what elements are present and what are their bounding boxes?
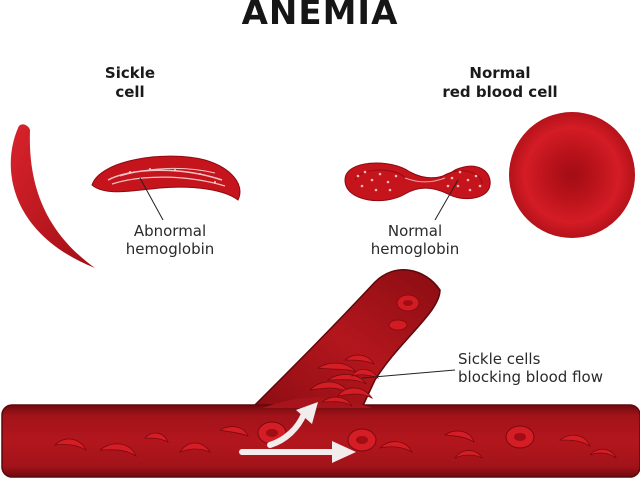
abnormal-label-line1: Abnormal [133,222,207,240]
blocking-blood-flow-label: Sickle cells blocking blood flow [458,350,638,386]
flow-arrows [239,402,356,463]
abnormal-hemoglobin-label: Abnormal hemoglobin [100,222,240,258]
flow-arrow-up-icon [267,411,307,448]
flow-arrow-right-head-icon [332,441,356,463]
flow-arrow-up-head-icon [296,402,318,424]
normal-cell-cross-section [344,162,491,202]
normal-label-line2: hemoglobin [370,240,460,258]
blood-vessel [1,269,640,478]
normal-hemoglobin-label: Normal hemoglobin [350,222,480,258]
normal-hemoglobin-pointer [434,179,459,221]
sickle-cell-crescent [10,124,95,268]
normal-heading-line1: Normal [469,64,531,82]
sickle-cell-heading: Sickle cell [80,64,180,102]
branch-cells [388,294,420,331]
blocking-label-line2: blocking blood flow [458,368,603,386]
blocking-label-line1: Sickle cells [458,350,541,368]
page-title: ANEMIA [241,0,399,33]
abnormal-hemoglobin-pointer [139,177,164,221]
sickle-cell-clump [308,354,379,407]
vessel-cells [53,426,617,460]
normal-red-blood-cell-round [509,112,635,238]
normal-heading-line2: red blood cell [442,83,558,101]
normal-label-line1: Normal [387,222,443,240]
sickle-heading-line1: Sickle [104,64,156,82]
blocking-pointer [361,369,456,379]
sickle-cell-cross-section [91,155,241,201]
normal-cell-heading: Normal red blood cell [400,64,600,102]
vessel-round-cells [257,421,535,452]
abnormal-label-line2: hemoglobin [125,240,215,258]
sickle-heading-line2: cell [115,83,145,101]
